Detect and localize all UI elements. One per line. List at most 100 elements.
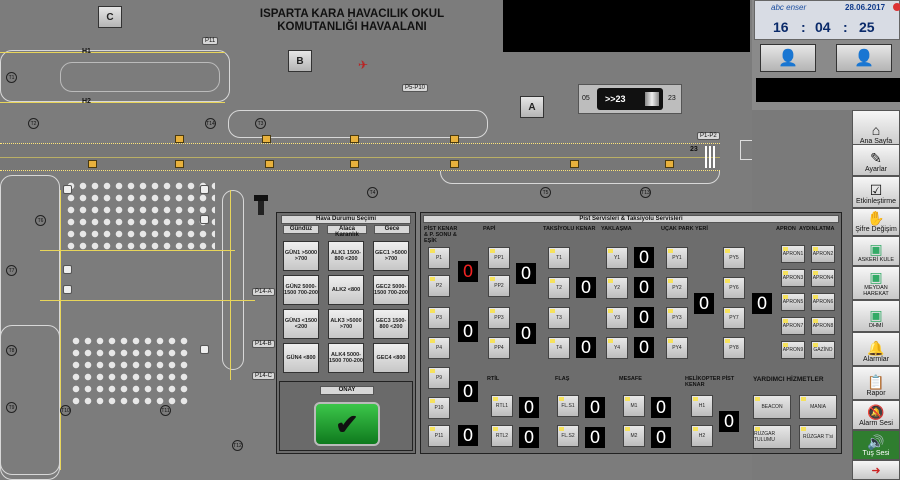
menu-settings[interactable]: ✎Ayarlar [852, 144, 900, 176]
menu-home[interactable]: ⌂Ana Sayfa [852, 110, 900, 148]
weather-day-4[interactable]: GÜN4 <800 [283, 343, 319, 373]
menu-alarm-sound[interactable]: 🔕Alarm Sesi [852, 400, 900, 430]
approach-y4[interactable]: Y4 [606, 337, 628, 359]
rtil-1[interactable]: RTL1 [491, 395, 513, 417]
weather-night-2[interactable]: GEC2 5000-1500 700-200 [373, 275, 409, 305]
taxiway-t2[interactable]: T2 [548, 277, 570, 299]
weather-dusk-3[interactable]: ALK3 >5000 >700 [328, 309, 364, 339]
runway-edge-p11[interactable]: P11 [428, 425, 450, 447]
weather-dusk-4[interactable]: ALK4 5000-1500 700-200 [328, 343, 364, 373]
clipboard-icon: 📋 [867, 374, 885, 390]
monitor-icon: ▣ [869, 307, 883, 323]
apron-3[interactable]: APRON3 [781, 269, 805, 287]
weather-day-1[interactable]: GÜN1 >5000 >700 [283, 241, 319, 271]
menu-activation[interactable]: ☑Etkinleştirme [852, 176, 900, 208]
apron-4[interactable]: APRON4 [811, 269, 835, 287]
menu-label: Tuş Sesi [862, 450, 890, 457]
weather-night-1[interactable]: GEC1 >5000 >700 [373, 241, 409, 271]
menu-report[interactable]: 📋Rapor [852, 366, 900, 400]
distance-m2[interactable]: M2 [623, 425, 645, 447]
menu-label: Etkinleştirme [855, 198, 897, 205]
weather-dusk-2[interactable]: ALK2 <800 [328, 275, 364, 305]
close-icon[interactable] [893, 3, 900, 11]
parking-py2[interactable]: PY2 [666, 277, 688, 299]
apron-2[interactable]: APRON2 [811, 245, 835, 263]
apron-7[interactable]: APRON7 [781, 317, 805, 335]
runway-edge-p3[interactable]: P3 [428, 307, 450, 329]
user-login-button[interactable]: 👤 [760, 44, 816, 72]
zone-c-button[interactable]: C [98, 6, 122, 28]
weather-dusk-1[interactable]: ALK1 1500-800 <200 [328, 241, 364, 271]
taxiway-t4[interactable]: T4 [548, 337, 570, 359]
papi-pp2[interactable]: PP2 [488, 275, 510, 297]
approach-counter-4: 0 [634, 337, 654, 358]
runway-edge-p4[interactable]: P4 [428, 337, 450, 359]
rtil-2[interactable]: RTL2 [491, 425, 513, 447]
runway-direction-toggle[interactable]: >>23 [597, 88, 663, 110]
confirm-button[interactable]: ✔ [314, 402, 380, 446]
menu-dhmi[interactable]: ▣DHMİ [852, 300, 900, 332]
runway-edge-p9[interactable]: P9 [428, 367, 450, 389]
menu-key-sound[interactable]: 🔊Tuş Sesi [852, 430, 900, 460]
tools-icon: ✎ [870, 150, 882, 166]
approach-y3[interactable]: Y3 [606, 307, 628, 329]
aux-windsock[interactable]: RÜZGAR TULUMU [753, 425, 791, 449]
papi-pp4[interactable]: PP4 [488, 337, 510, 359]
apron-1[interactable]: APRON1 [781, 245, 805, 263]
user-remove-icon: 👤 [854, 50, 874, 67]
papi-pp1[interactable]: PP1 [488, 247, 510, 269]
menu-field-ops[interactable]: ▣MEYDAN HAREKAT [852, 266, 900, 300]
runway-edge-p10[interactable]: P10 [428, 397, 450, 419]
helipad-h2[interactable]: H2 [691, 425, 713, 447]
menu-alarms[interactable]: 🔔Alarmlar [852, 332, 900, 366]
weather-night-3[interactable]: GEC3 1500-800 <200 [373, 309, 409, 339]
aux-obstruction[interactable]: MANIA [799, 395, 837, 419]
apron-9[interactable]: APRON9 [781, 341, 805, 359]
distance-m1[interactable]: M1 [623, 395, 645, 417]
parking-py8[interactable]: PY8 [723, 337, 745, 359]
weather-day-2[interactable]: GÜN2 5000-1500 700-200 [283, 275, 319, 305]
aux-wind-tee[interactable]: RÜZGAR T'si [799, 425, 837, 449]
parking-py6[interactable]: PY6 [723, 277, 745, 299]
helipad-h1[interactable]: H1 [691, 395, 713, 417]
apron-5[interactable]: APRON5 [781, 293, 805, 311]
parking-py3[interactable]: PY3 [666, 307, 688, 329]
parking-py1[interactable]: PY1 [666, 247, 688, 269]
flash-1[interactable]: FL.S1 [557, 395, 579, 417]
runway-edge-p1[interactable]: P1 [428, 247, 450, 269]
menu-label: Rapor [866, 390, 886, 397]
weather-night-4[interactable]: GEC4 <800 [373, 343, 409, 373]
zone-b-button[interactable]: B [288, 50, 312, 72]
stand [63, 285, 72, 294]
flash-2[interactable]: FL.S2 [557, 425, 579, 447]
menu-label: Alarmlar [862, 356, 890, 363]
parking-py4[interactable]: PY4 [666, 337, 688, 359]
apron-gazino[interactable]: GAZİNO [811, 341, 835, 359]
runway-edge-p2[interactable]: P2 [428, 275, 450, 297]
light-circle: T3 [255, 118, 266, 129]
papi-pp3[interactable]: PP3 [488, 307, 510, 329]
taxiway-t1[interactable]: T1 [548, 247, 570, 269]
parking-py7[interactable]: PY7 [723, 307, 745, 329]
apron-8[interactable]: APRON8 [811, 317, 835, 335]
taxiway-t3[interactable]: T3 [548, 307, 570, 329]
weather-day-3[interactable]: GÜN3 <1500 <200 [283, 309, 319, 339]
aux-beacon[interactable]: BEACON [753, 395, 791, 419]
apron-6[interactable]: APRON6 [811, 293, 835, 311]
zone-a-button[interactable]: A [520, 96, 544, 118]
apron-lights-grid [65, 180, 215, 250]
menu-military-tower[interactable]: ▣ASKERİ KULE [852, 236, 900, 266]
parking-py5[interactable]: PY5 [723, 247, 745, 269]
approach-y2[interactable]: Y2 [606, 277, 628, 299]
clock-sep: : [843, 19, 848, 35]
user-logout-button[interactable]: 👤 [836, 44, 892, 72]
menu-password[interactable]: ✋Şifre Değişim [852, 208, 900, 236]
menu-label: Şifre Değişim [855, 226, 897, 233]
title-line-2: KOMUTANLIĞI HAVAALANI [277, 21, 427, 33]
menu-exit[interactable]: ➜ [852, 460, 900, 480]
clock-sep: : [801, 19, 806, 35]
approach-y1[interactable]: Y1 [606, 247, 628, 269]
hold-bar [175, 160, 184, 168]
light-circle: T12 [232, 440, 243, 451]
sign-p14b: P14-B [252, 340, 275, 348]
